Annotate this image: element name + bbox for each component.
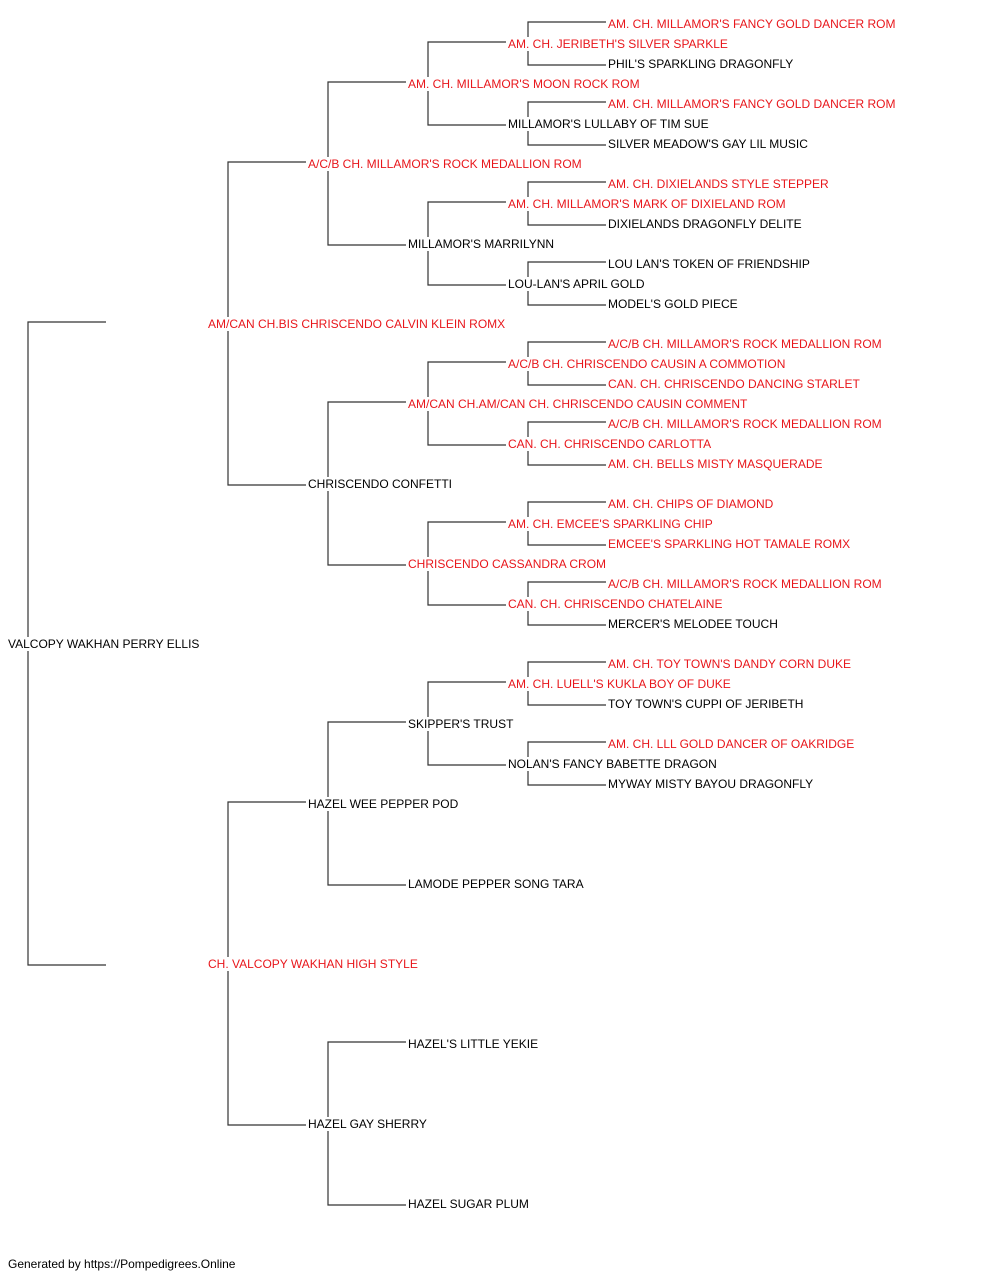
dog-name-dam-dam: HAZEL GAY SHERRY xyxy=(306,1117,429,1131)
dog-name-gen5: AM. CH. BELLS MISTY MASQUERADE xyxy=(606,457,825,471)
dog-name-gen5: SILVER MEADOW'S GAY LIL MUSIC xyxy=(606,137,810,151)
dog-name-gen3: LAMODE PEPPER SONG TARA xyxy=(406,877,586,891)
dog-name-gen5: DIXIELANDS DRAGONFLY DELITE xyxy=(606,217,804,231)
dog-name-gen5: AM. CH. TOY TOWN'S DANDY CORN DUKE xyxy=(606,657,853,671)
dog-name-gen4: AM. CH. LUELL'S KUKLA BOY OF DUKE xyxy=(506,677,733,691)
dog-name-gen3: CHRISCENDO CASSANDRA CROM xyxy=(406,557,609,571)
dog-name-gen3: AM. CH. MILLAMOR'S MOON ROCK ROM xyxy=(406,77,642,91)
dog-name-gen3: HAZEL'S LITTLE YEKIE xyxy=(406,1037,541,1051)
dog-name-gen5: MERCER'S MELODEE TOUCH xyxy=(606,617,780,631)
dog-name-gen5: AM. CH. LLL GOLD DANCER OF OAKRIDGE xyxy=(606,737,857,751)
dog-name-dam: CH. VALCOPY WAKHAN HIGH STYLE xyxy=(206,957,420,971)
dog-name-gen5: TOY TOWN'S CUPPI OF JERIBETH xyxy=(606,697,806,711)
dog-name-gen5: AM. CH. CHIPS OF DIAMOND xyxy=(606,497,776,511)
dog-name-gen5: AM. CH. DIXIELANDS STYLE STEPPER xyxy=(606,177,831,191)
dog-name-sire-sire: A/C/B CH. MILLAMOR'S ROCK MEDALLION ROM xyxy=(306,157,584,171)
dog-name-gen4: LOU-LAN'S APRIL GOLD xyxy=(506,277,647,291)
dog-name-dam-sire: HAZEL WEE PEPPER POD xyxy=(306,797,461,811)
dog-name-gen4: MILLAMOR'S LULLABY OF TIM SUE xyxy=(506,117,711,131)
footer-credit: Generated by https://Pompedigrees.Online xyxy=(8,1257,236,1271)
dog-name-gen3: AM/CAN CH.AM/CAN CH. CHRISCENDO CAUSIN C… xyxy=(406,397,750,411)
dog-name-gen3: MILLAMOR'S MARRILYNN xyxy=(406,237,557,251)
dog-name-gen5: MODEL'S GOLD PIECE xyxy=(606,297,740,311)
dog-name-gen5: EMCEE'S SPARKLING HOT TAMALE ROMX xyxy=(606,537,853,551)
dog-name-gen5: A/C/B CH. MILLAMOR'S ROCK MEDALLION ROM xyxy=(606,337,884,351)
dog-name-gen4: AM. CH. EMCEE'S SPARKLING CHIP xyxy=(506,517,715,531)
dog-name-root: VALCOPY WAKHAN PERRY ELLIS xyxy=(6,637,202,651)
dog-name-gen3: HAZEL SUGAR PLUM xyxy=(406,1197,531,1211)
dog-name-gen5: CAN. CH. CHRISCENDO DANCING STARLET xyxy=(606,377,862,391)
dog-name-gen5: MYWAY MISTY BAYOU DRAGONFLY xyxy=(606,777,816,791)
dog-name-sire: AM/CAN CH.BIS CHRISCENDO CALVIN KLEIN RO… xyxy=(206,317,508,331)
dog-name-gen5: A/C/B CH. MILLAMOR'S ROCK MEDALLION ROM xyxy=(606,577,884,591)
dog-name-gen5: AM. CH. MILLAMOR'S FANCY GOLD DANCER ROM xyxy=(606,97,898,111)
dog-name-gen5: A/C/B CH. MILLAMOR'S ROCK MEDALLION ROM xyxy=(606,417,884,431)
dog-name-gen3: SKIPPER'S TRUST xyxy=(406,717,516,731)
dog-name-gen4: AM. CH. JERIBETH'S SILVER SPARKLE xyxy=(506,37,730,51)
dog-name-gen4: CAN. CH. CHRISCENDO CARLOTTA xyxy=(506,437,714,451)
dog-name-gen4: NOLAN'S FANCY BABETTE DRAGON xyxy=(506,757,719,771)
dog-name-sire-dam: CHRISCENDO CONFETTI xyxy=(306,477,454,491)
dog-name-gen4: CAN. CH. CHRISCENDO CHATELAINE xyxy=(506,597,725,611)
dog-name-gen5: PHIL'S SPARKLING DRAGONFLY xyxy=(606,57,796,71)
dog-name-gen4: AM. CH. MILLAMOR'S MARK OF DIXIELAND ROM xyxy=(506,197,788,211)
dog-name-gen5: AM. CH. MILLAMOR'S FANCY GOLD DANCER ROM xyxy=(606,17,898,31)
dog-name-gen5: LOU LAN'S TOKEN OF FRIENDSHIP xyxy=(606,257,812,271)
dog-name-gen4: A/C/B CH. CHRISCENDO CAUSIN A COMMOTION xyxy=(506,357,788,371)
